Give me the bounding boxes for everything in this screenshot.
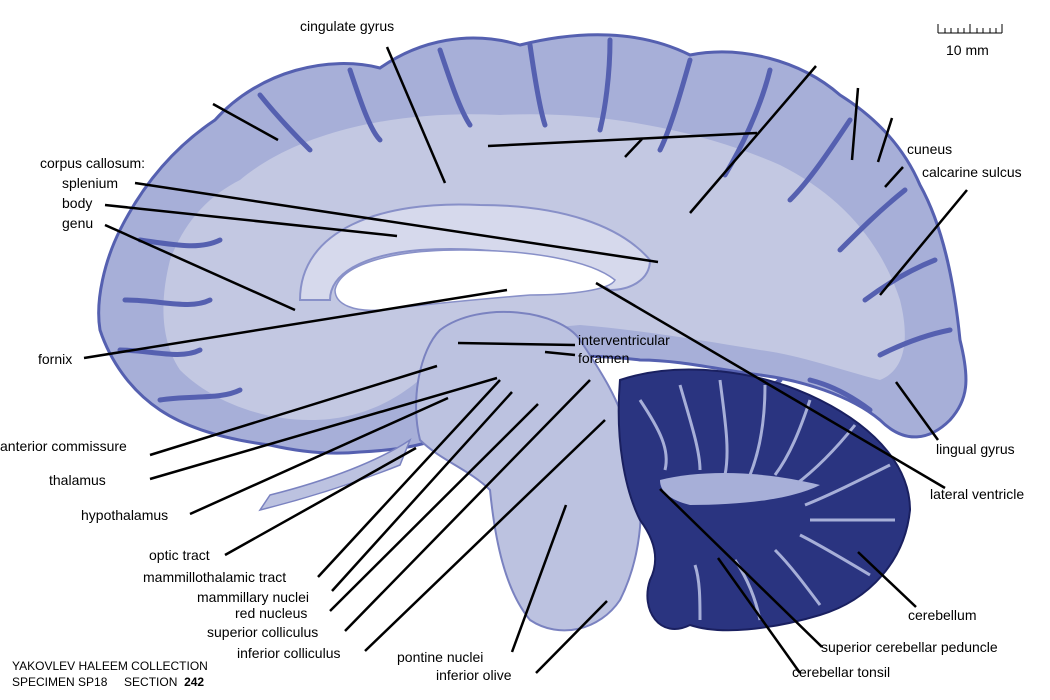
scale-bar-label: 10 mm bbox=[946, 42, 989, 58]
label-mammillothalamic-tract: mammillothalamic tract bbox=[143, 569, 287, 585]
label-red-nucleus: red nucleus bbox=[235, 605, 308, 621]
label-cingulate-gyrus: cingulate gyrus bbox=[300, 18, 395, 34]
credit-section-number: 242 bbox=[184, 675, 205, 689]
label-calcarine-sulcus: calcarine sulcus bbox=[922, 164, 1022, 180]
label-optic-tract: optic tract bbox=[149, 547, 210, 563]
label-cerebellar-tonsil: cerebellar tonsil bbox=[792, 664, 891, 680]
label-pontine-nuclei: pontine nuclei bbox=[397, 649, 484, 665]
label-splenium: splenium bbox=[62, 175, 119, 191]
label-body: body bbox=[62, 195, 93, 211]
credit-specimen: SPECIMEN SP18 bbox=[12, 675, 108, 689]
label-foramen: foramen bbox=[578, 350, 630, 366]
diencephalon-brainstem bbox=[415, 310, 642, 632]
scale-bar bbox=[937, 24, 1003, 34]
label-genu: genu bbox=[62, 215, 94, 231]
label-cerebellum: cerebellum bbox=[908, 607, 977, 623]
label-fornix: fornix bbox=[38, 351, 73, 367]
label-anterior-commissure: anterior commissure bbox=[0, 438, 127, 454]
label-interventricular: interventricular bbox=[578, 332, 670, 348]
arbor-vitae bbox=[660, 473, 820, 505]
label-inferior-olive: inferior olive bbox=[436, 667, 512, 683]
credit-specimen-line: SPECIMEN SP18 SECTION 242 bbox=[12, 675, 204, 690]
gyral-folds bbox=[117, 37, 953, 413]
label-mammillary-nuclei: mammillary nuclei bbox=[197, 589, 310, 605]
leader-lines bbox=[83, 46, 968, 674]
credit-collection: YAKOVLEV HALEEM COLLECTION bbox=[12, 659, 208, 673]
credit-section-label: SECTION bbox=[124, 675, 178, 689]
label-hypothalamus: hypothalamus bbox=[81, 507, 169, 523]
label-inferior-colliculus: inferior colliculus bbox=[237, 645, 341, 661]
label-corpus-callosum: corpus callosum: bbox=[40, 155, 146, 171]
label-superior-colliculus: superior colliculus bbox=[207, 624, 319, 640]
label-thalamus: thalamus bbox=[49, 472, 106, 488]
label-cuneus: cuneus bbox=[907, 141, 953, 157]
label-superior-cerebellar-peduncle: superior cerebellar peduncle bbox=[821, 639, 998, 655]
label-lingual-gyrus: lingual gyrus bbox=[936, 441, 1015, 457]
corpus-callosum bbox=[298, 203, 652, 301]
label-lateral-ventricle: lateral ventricle bbox=[930, 486, 1025, 502]
